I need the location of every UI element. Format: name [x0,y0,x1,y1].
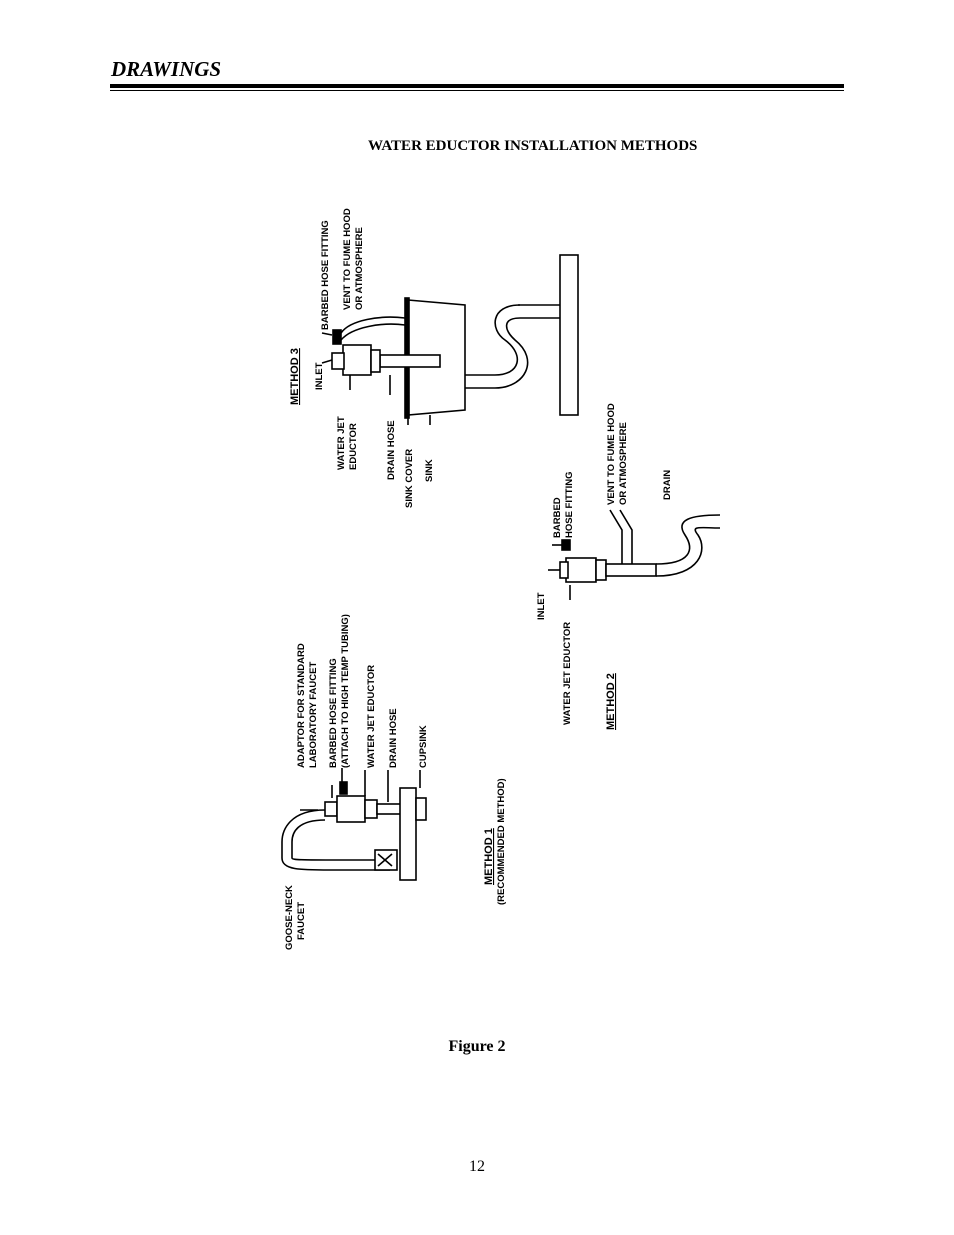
header-rule-thin [110,90,844,91]
method1-gooseneck-label-2: FAUCET [296,902,307,940]
method3-diagram [321,254,579,425]
method3-barbed-label: BARBED HOSE FITTING [320,220,331,330]
method3-sink-cover-label: SINK COVER [404,449,415,508]
method2-barbed-label-2: HOSE FITTING [564,472,575,539]
section-title: DRAWINGS [111,57,222,81]
method3-title: METHOD 3 [289,348,301,405]
method2-diagram [548,509,721,600]
method1-title: METHOD 1 [483,828,495,885]
method1-barbed-label-2: (ATTACH TO HIGH TEMP TUBING) [340,614,351,768]
method1-diagram [281,768,427,881]
method2-vent-label-1: VENT TO FUME HOOD [606,403,617,505]
method1-cupsink-label: CUPSINK [418,725,429,768]
method2-title: METHOD 2 [605,673,617,730]
page-number: 12 [469,1158,485,1175]
method3-sink-label: SINK [424,459,435,482]
method1-adaptor-label-2: LABORATORY FAUCET [308,662,319,768]
eductor-installation-drawing: METHOD 3 BARBED HOSE FITTING INLET WATER… [281,208,721,950]
method1-gooseneck-label-1: GOOSE-NECK [284,885,295,950]
method2-eductor-label: WATER JET EDUCTOR [562,622,573,725]
header-rule-thick [110,84,844,88]
method2-inlet-label: INLET [536,592,547,620]
method3-vent-label-1: VENT TO FUME HOOD [342,208,353,310]
method3-vent-label-2: OR ATMOSPHERE [354,227,365,310]
method1-drain-hose-label: DRAIN HOSE [388,708,399,768]
method3-eductor-label-1: WATER JET [336,416,347,470]
method3-drain-hose-label: DRAIN HOSE [386,420,397,480]
method1-barbed-label-1: BARBED HOSE FITTING [328,658,339,768]
method1-adaptor-label-1: ADAPTOR FOR STANDARD [296,643,307,768]
figure-heading: WATER EDUCTOR INSTALLATION METHODS [368,138,698,154]
method1-eductor-label: WATER JET EDUCTOR [366,665,377,768]
method3-eductor-label-2: EDUCTOR [348,423,359,470]
method3-inlet-label: INLET [314,362,325,390]
method2-barbed-label-1: BARBED [552,497,563,538]
method2-drain-label: DRAIN [662,470,673,500]
method2-vent-label-2: OR ATMOSPHERE [618,422,629,505]
method1-subtitle: (RECOMMENDED METHOD) [496,778,507,905]
figure-caption: Figure 2 [448,1038,506,1055]
